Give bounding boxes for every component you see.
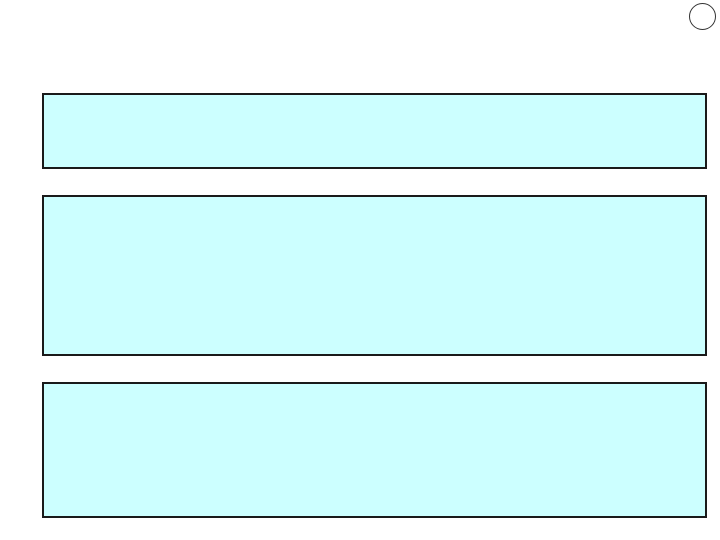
panel-bottom: [42, 382, 707, 518]
panel-middle: [42, 195, 707, 356]
circle-icon: [689, 3, 716, 30]
panel-top: [42, 93, 707, 169]
